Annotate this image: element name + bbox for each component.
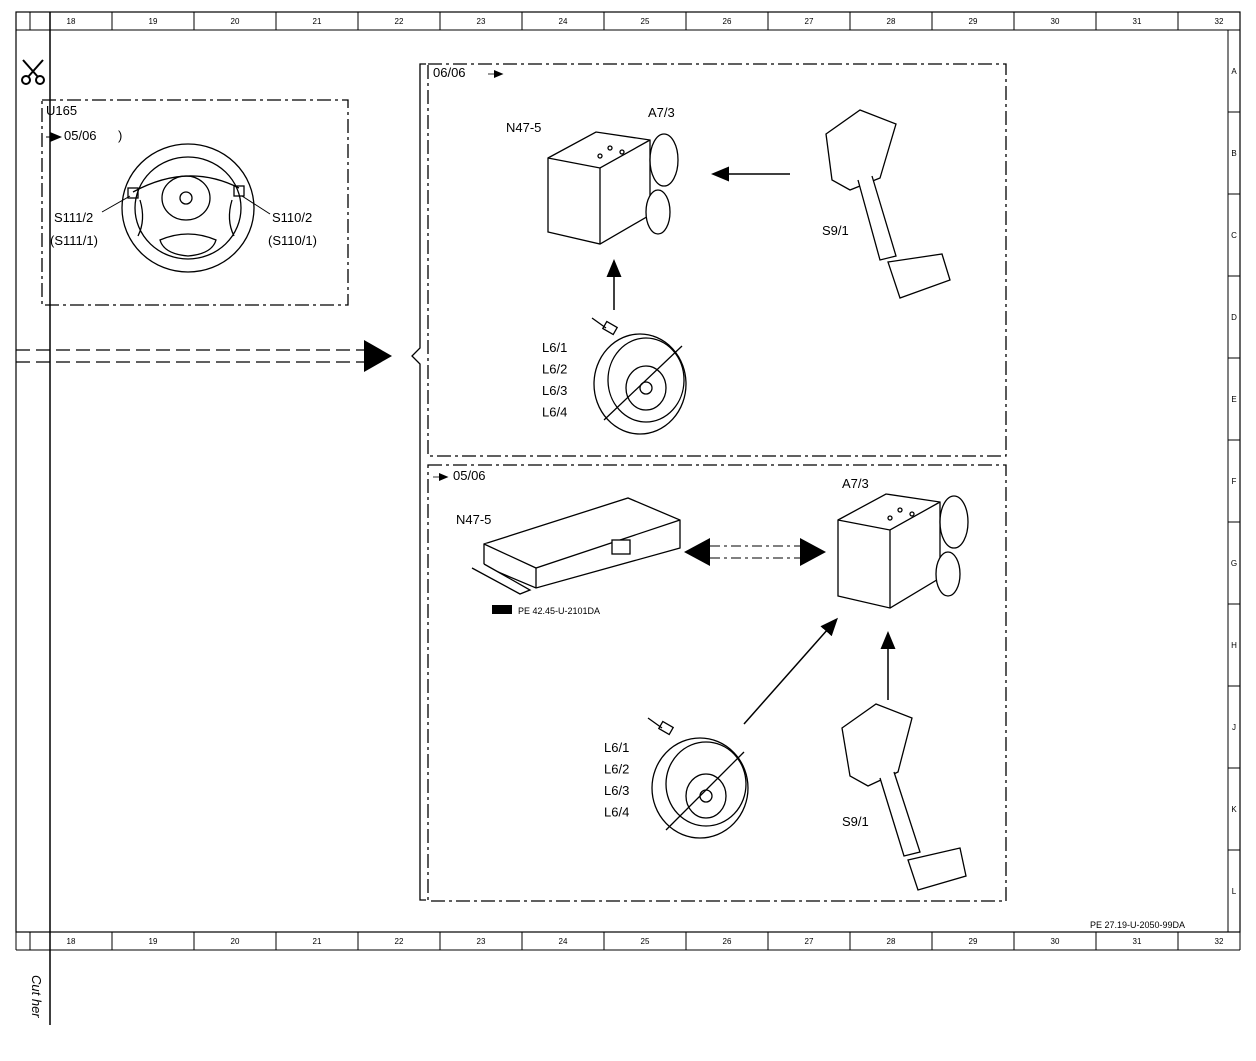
column-ruler-top: 18 19 20 21 22 23 24 25 26 27 28 29 30 31 32 bbox=[29, 12, 1224, 30]
column-number: 31 bbox=[1133, 17, 1142, 26]
sensor-label: L6/4 bbox=[604, 805, 629, 820]
panel-bottom-pedal-label: S9/1 bbox=[842, 814, 869, 829]
panel-top: 06/06 N47-5 A7/3 S9/1 bbox=[427, 63, 1007, 457]
column-number: 19 bbox=[149, 937, 158, 946]
row-letter: H bbox=[1231, 641, 1237, 650]
row-letter: B bbox=[1231, 149, 1236, 158]
column-number: 19 bbox=[149, 17, 158, 26]
column-number: 27 bbox=[805, 17, 814, 26]
row-letter: A bbox=[1231, 67, 1237, 76]
row-letter: E bbox=[1231, 395, 1236, 404]
control-module-icon bbox=[471, 497, 681, 595]
right-switch-alt-label: (S110/1) bbox=[268, 233, 317, 248]
signal-arrow-to-panels bbox=[16, 340, 392, 372]
column-number: 23 bbox=[477, 17, 486, 26]
panel-bottom-module-label: N47-5 bbox=[456, 512, 491, 527]
column-number: 24 bbox=[559, 937, 568, 946]
column-number: 30 bbox=[1051, 17, 1060, 26]
steering-box-reference: 05/06 bbox=[64, 128, 97, 143]
row-letter: C bbox=[1231, 231, 1237, 240]
hydraulic-unit-icon bbox=[547, 131, 679, 245]
panel-bottom-module-reference: PE 42.45-U-2101DA bbox=[518, 606, 600, 616]
panel-brace bbox=[411, 63, 426, 901]
column-number: 26 bbox=[723, 17, 732, 26]
steering-box-paren: ) bbox=[118, 128, 122, 143]
column-number: 28 bbox=[887, 937, 896, 946]
panel-top-hydraulic-label: A7/3 bbox=[648, 105, 675, 120]
cut-label: Cut her bbox=[29, 975, 44, 1018]
panel-bottom: 05/06 N47-5 PE 42.45-U-2101DA A7/3 bbox=[427, 464, 1007, 902]
brake-pedal-icon bbox=[841, 703, 967, 891]
left-switch-label: S111/2 bbox=[54, 210, 93, 225]
column-number: 24 bbox=[559, 17, 568, 26]
sensor-label: L6/3 bbox=[604, 783, 629, 798]
column-number: 28 bbox=[887, 17, 896, 26]
column-number: 22 bbox=[395, 937, 404, 946]
column-number: 20 bbox=[231, 937, 240, 946]
reference-hand-icon bbox=[492, 605, 512, 614]
steering-wheel-box: U165 05/06 ) S111/2 (S111/1) S110/2 (S11… bbox=[41, 99, 349, 306]
column-number: 23 bbox=[477, 937, 486, 946]
column-number: 32 bbox=[1215, 937, 1224, 946]
panel-top-pedal-label: S9/1 bbox=[822, 223, 849, 238]
sensor-label: L6/1 bbox=[604, 740, 629, 755]
column-ruler-bottom: 18 19 20 21 22 23 24 25 26 27 28 29 30 31 32 bbox=[29, 932, 1224, 950]
column-number: 22 bbox=[395, 17, 404, 26]
panel-top-sensor-labels: L6/1L6/2L6/3L6/4 bbox=[542, 340, 567, 420]
column-number: 29 bbox=[969, 937, 978, 946]
scissors-icon bbox=[21, 59, 45, 85]
column-number: 26 bbox=[723, 937, 732, 946]
column-number: 29 bbox=[969, 17, 978, 26]
sensor-label: L6/2 bbox=[542, 362, 567, 377]
column-number: 20 bbox=[231, 17, 240, 26]
wheel-speed-sensor-icon bbox=[647, 717, 675, 736]
brake-disc-icon bbox=[593, 333, 687, 435]
column-number: 27 bbox=[805, 937, 814, 946]
column-number: 18 bbox=[67, 937, 76, 946]
column-number: 32 bbox=[1215, 17, 1224, 26]
row-letter: D bbox=[1231, 313, 1237, 322]
brake-disc-icon bbox=[651, 737, 749, 839]
panel-bottom-title: 05/06 bbox=[453, 468, 486, 483]
column-number: 18 bbox=[67, 17, 76, 26]
bidirectional-dashed-arrow bbox=[684, 538, 826, 566]
column-number: 25 bbox=[641, 937, 650, 946]
row-ruler-right: A B C D E F G H J K L bbox=[1228, 29, 1240, 896]
row-letter: F bbox=[1232, 477, 1237, 486]
hydraulic-unit-icon bbox=[837, 493, 969, 609]
right-switch-label: S110/2 bbox=[272, 210, 312, 225]
column-number: 21 bbox=[313, 17, 322, 26]
sheet-frame bbox=[15, 11, 1241, 1025]
column-number: 25 bbox=[641, 17, 650, 26]
sensor-label: L6/2 bbox=[604, 762, 629, 777]
panel-bottom-sensor-labels: L6/1L6/2L6/3L6/4 bbox=[604, 740, 629, 820]
sensor-to-hydraulic-arrow bbox=[743, 617, 838, 725]
row-letter: L bbox=[1232, 887, 1237, 896]
row-letter: G bbox=[1231, 559, 1237, 568]
wheel-speed-sensor-icon bbox=[591, 317, 619, 336]
sensor-label: L6/4 bbox=[542, 405, 567, 420]
row-letter: J bbox=[1232, 723, 1236, 732]
document-reference: PE 27.19-U-2050-99DA bbox=[1090, 920, 1185, 930]
sensor-label: L6/3 bbox=[542, 383, 567, 398]
steering-wheel-icon bbox=[121, 143, 255, 273]
steering-box-title: U165 bbox=[46, 103, 77, 118]
panel-bottom-hydraulic-label: A7/3 bbox=[842, 476, 869, 491]
column-number: 30 bbox=[1051, 937, 1060, 946]
column-number: 21 bbox=[313, 937, 322, 946]
brake-pedal-icon bbox=[825, 109, 951, 299]
left-switch-alt-label: (S111/1) bbox=[50, 233, 98, 248]
sensor-label: L6/1 bbox=[542, 340, 567, 355]
panel-top-title: 06/06 bbox=[433, 65, 466, 80]
column-number: 31 bbox=[1133, 937, 1142, 946]
panel-top-module-label: N47-5 bbox=[506, 120, 541, 135]
row-letter: K bbox=[1231, 805, 1237, 814]
